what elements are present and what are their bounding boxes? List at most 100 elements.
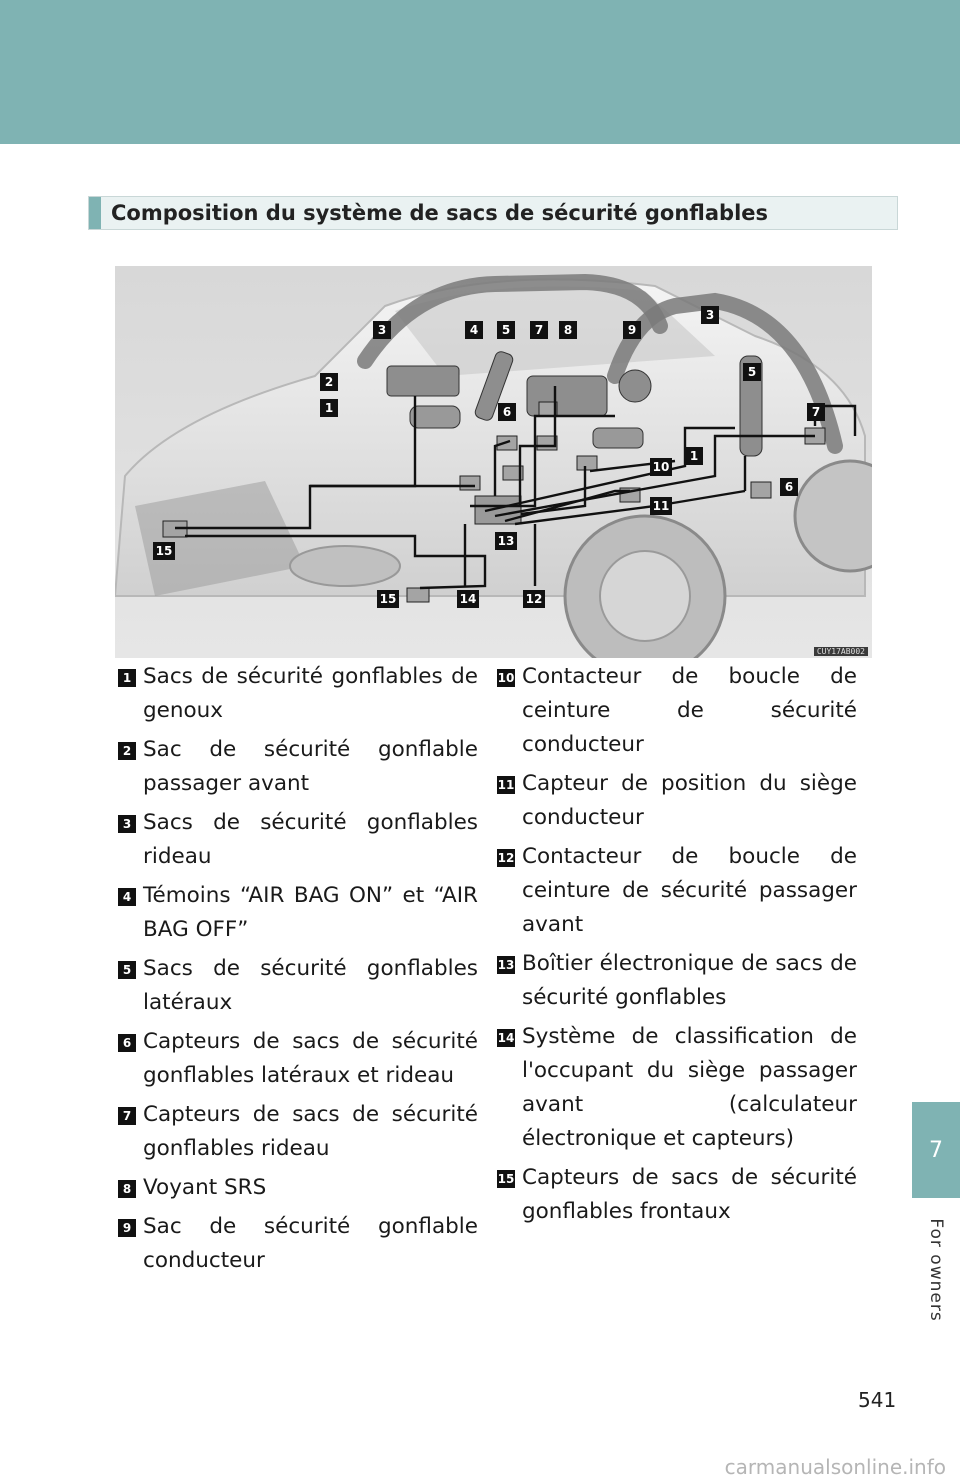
number-icon: 15 xyxy=(497,1170,515,1188)
svg-text:6: 6 xyxy=(503,405,511,419)
legend-text: Sacs de sécurité gonflables latéraux xyxy=(143,956,478,1015)
legend-text: Témoins “AIR BAG ON” et “AIR BAG OFF” xyxy=(143,883,478,942)
number-icon: 2 xyxy=(118,742,136,760)
airbag-diagram: 3 4 5 7 8 9 3 2 1 6 5 7 1 10 11 6 13 15 … xyxy=(115,266,872,658)
callout-15b: 15 xyxy=(377,590,399,608)
section-header: Composition du système de sacs de sécuri… xyxy=(88,196,898,230)
number-icon: 6 xyxy=(118,1034,136,1052)
callout-8: 8 xyxy=(559,321,577,339)
legend-text: Capteurs de sacs de sécurité gonflables … xyxy=(143,1029,478,1088)
callout-15a: 15 xyxy=(153,542,175,560)
svg-text:5: 5 xyxy=(748,365,756,379)
chapter-label: For owners xyxy=(912,1205,960,1335)
svg-text:2: 2 xyxy=(325,375,333,389)
svg-text:1: 1 xyxy=(690,449,698,463)
number-icon: 11 xyxy=(497,776,515,794)
svg-text:3: 3 xyxy=(378,323,386,337)
svg-text:14: 14 xyxy=(460,592,477,606)
callout-6a: 6 xyxy=(498,403,516,421)
svg-text:12: 12 xyxy=(526,592,543,606)
legend-text: Contacteur de boucle de ceinture de sécu… xyxy=(522,844,857,937)
svg-text:4: 4 xyxy=(470,323,478,337)
callout-3a: 3 xyxy=(373,321,391,339)
number-icon: 4 xyxy=(118,888,136,906)
top-band xyxy=(0,0,960,144)
callout-12: 12 xyxy=(523,590,545,608)
callout-4: 4 xyxy=(465,321,483,339)
legend-text: Sac de sécurité gonflable conducteur xyxy=(143,1214,478,1273)
number-icon: 9 xyxy=(118,1219,136,1237)
callout-13: 13 xyxy=(495,532,517,550)
footer-url: carmanualsonline.info xyxy=(725,1455,946,1479)
car-illustration: 3 4 5 7 8 9 3 2 1 6 5 7 1 10 11 6 13 15 … xyxy=(115,266,872,658)
legend-text: Sac de sécurité gonflable passager avant xyxy=(143,737,478,796)
legend-item: 11 Capteur de position du siège conducteu… xyxy=(497,767,857,835)
legend-item: 6 Capteurs de sacs de sécurité gonflables… xyxy=(118,1025,478,1093)
callout-9: 9 xyxy=(623,321,641,339)
legend-item: 15 Capteurs de sacs de sécurité gonflable… xyxy=(497,1161,857,1229)
callout-14: 14 xyxy=(457,590,479,608)
svg-text:10: 10 xyxy=(653,460,670,474)
legend-item: 5 Sacs de sécurité gonflables latéraux xyxy=(118,952,478,1020)
legend-item: 8 Voyant SRS xyxy=(118,1171,478,1205)
svg-text:7: 7 xyxy=(812,405,820,419)
legend-item: 7 Capteurs de sacs de sécurité gonflables… xyxy=(118,1098,478,1166)
number-icon: 3 xyxy=(118,815,136,833)
callout-10: 10 xyxy=(650,458,672,476)
legend-item: 14 Système de classification de l'occupan… xyxy=(497,1020,857,1156)
svg-text:1: 1 xyxy=(325,401,333,415)
callout-3b: 3 xyxy=(701,306,719,324)
section-header-bar xyxy=(89,197,101,229)
legend-text: Capteurs de sacs de sécurité gonflables … xyxy=(143,1102,478,1161)
legend-text: Capteur de position du siège conducteur xyxy=(522,771,857,830)
page-number: 541 xyxy=(858,1388,896,1412)
number-icon: 12 xyxy=(497,849,515,867)
callout-7b: 7 xyxy=(807,403,825,421)
legend-text: Capteurs de sacs de sécurité gonflables … xyxy=(522,1165,857,1224)
number-icon: 13 xyxy=(497,956,515,974)
legend-item: 3 Sacs de sécurité gonflables rideau xyxy=(118,806,478,874)
svg-text:15: 15 xyxy=(380,592,397,606)
svg-text:7: 7 xyxy=(535,323,543,337)
legend-text: Sacs de sécurité gonflables de genoux xyxy=(143,664,478,723)
svg-text:5: 5 xyxy=(502,323,510,337)
legend-item: 13 Boîtier électronique de sacs de sécuri… xyxy=(497,947,857,1015)
legend-text: Contacteur de boucle de ceinture de sécu… xyxy=(522,664,857,757)
svg-text:15: 15 xyxy=(156,544,173,558)
callout-6b: 6 xyxy=(780,478,798,496)
callout-11: 11 xyxy=(650,497,672,515)
chapter-tab: 7 xyxy=(912,1102,960,1198)
legend-item: 4 Témoins “AIR BAG ON” et “AIR BAG OFF” xyxy=(118,879,478,947)
callout-5b: 5 xyxy=(743,363,761,381)
number-icon: 7 xyxy=(118,1107,136,1125)
legend-text: Voyant SRS xyxy=(143,1175,266,1200)
svg-text:11: 11 xyxy=(653,499,670,513)
number-icon: 14 xyxy=(497,1029,515,1047)
number-icon: 5 xyxy=(118,961,136,979)
callout-2: 2 xyxy=(320,373,338,391)
svg-text:6: 6 xyxy=(785,480,793,494)
number-icon: 10 xyxy=(497,669,515,687)
chapter-label-text: For owners xyxy=(926,1218,946,1321)
svg-text:9: 9 xyxy=(628,323,636,337)
callout-7a: 7 xyxy=(530,321,548,339)
legend-item: 2 Sac de sécurité gonflable passager avan… xyxy=(118,733,478,801)
legend-item: 10 Contacteur de boucle de ceinture de sé… xyxy=(497,660,857,762)
svg-text:8: 8 xyxy=(564,323,572,337)
callout-1b: 1 xyxy=(685,447,703,465)
callout-1a: 1 xyxy=(320,399,338,417)
legend-item: 9 Sac de sécurité gonflable conducteur xyxy=(118,1210,478,1278)
number-icon: 8 xyxy=(118,1180,136,1198)
legend-text: Sacs de sécurité gonflables rideau xyxy=(143,810,478,869)
legend-item: 12 Contacteur de boucle de ceinture de sé… xyxy=(497,840,857,942)
section-title: Composition du système de sacs de sécuri… xyxy=(111,201,768,225)
legend-text: Boîtier électronique de sacs de sécurité… xyxy=(522,951,857,1010)
svg-text:13: 13 xyxy=(498,534,515,548)
legend-text: Système de classification de l'occupant … xyxy=(522,1024,857,1151)
chapter-number: 7 xyxy=(929,1138,943,1163)
image-id-badge: CUY17AB002 xyxy=(814,647,868,656)
legend-item: 1Sacs de sécurité gonflables de genoux xyxy=(118,660,478,728)
svg-text:3: 3 xyxy=(706,308,714,322)
